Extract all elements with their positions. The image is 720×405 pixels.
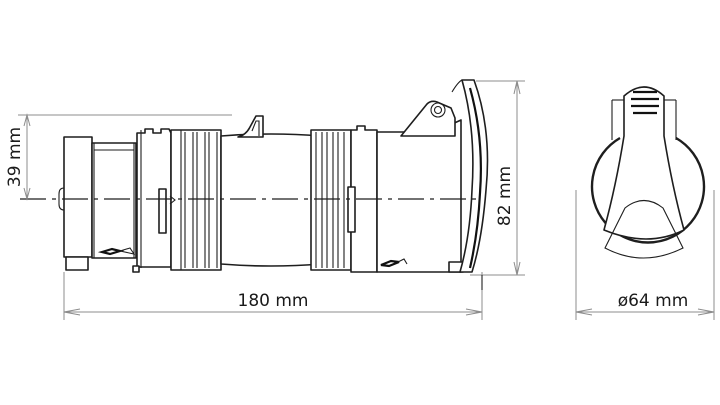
right-ribs: [310, 129, 352, 271]
cap-neck: [91, 142, 137, 259]
dimension-axis-height: 39 mm: [5, 113, 232, 201]
side-view: [20, 79, 489, 273]
dimension-label-39mm: 39 mm: [5, 127, 25, 187]
dimension-height: 82 mm: [470, 80, 525, 290]
dimension-label-82mm: 82 mm: [495, 166, 515, 226]
barrel: [220, 115, 322, 267]
front-view: [590, 86, 706, 259]
flip-lid: [451, 79, 489, 273]
socket-housing: [376, 100, 464, 273]
dimension-label-64mm: ø64 mm: [618, 291, 689, 311]
left-ribs: [158, 129, 222, 271]
dimension-label-180mm: 180 mm: [238, 291, 309, 311]
end-cap: [58, 136, 93, 271]
dimension-diameter: ø64 mm: [575, 190, 715, 320]
dimension-length: 180 mm: [63, 272, 483, 320]
